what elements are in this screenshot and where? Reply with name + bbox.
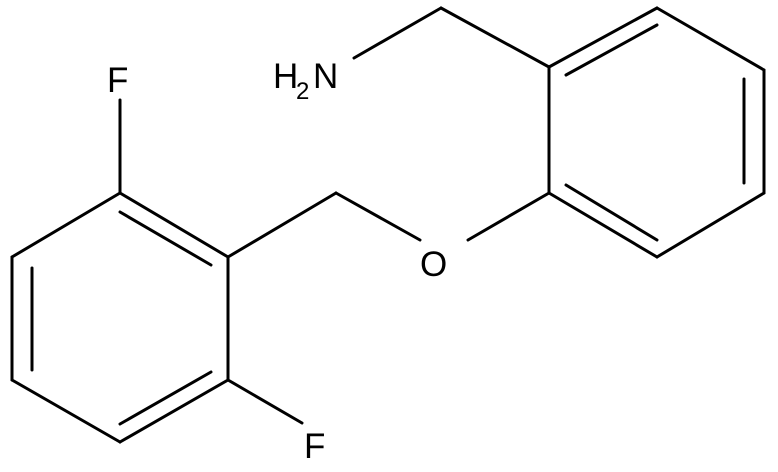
fluorine-bottom-label: F — [304, 427, 325, 466]
left-benzene-ring — [10, 191, 230, 444]
amine-n: N — [313, 57, 338, 96]
bond — [118, 378, 230, 444]
bond — [655, 6, 766, 72]
bond-c-f-bottom — [226, 378, 304, 425]
double-bond-inner — [564, 183, 659, 242]
bond-oxygen-to-ch2 — [334, 191, 422, 242]
double-bond-inner — [118, 210, 213, 267]
bond — [547, 191, 659, 259]
right-benzene-ring — [547, 6, 766, 259]
double-bond-inner — [564, 23, 659, 77]
bond — [10, 191, 122, 259]
bond-ring-to-oxygen — [466, 191, 551, 242]
amine-subscript: 2 — [296, 78, 309, 105]
bond-ch2-to-n — [352, 6, 443, 60]
fluorine-top-label: F — [107, 61, 128, 100]
bond — [118, 191, 230, 259]
amine-h: H — [273, 57, 298, 96]
bond — [655, 191, 766, 259]
bond-ch2-to-ring — [226, 191, 338, 259]
bond-ring-to-ch2 — [439, 6, 551, 69]
oxygen-label: O — [420, 245, 447, 284]
double-bond-inner — [118, 370, 213, 426]
bond — [547, 6, 659, 69]
bond — [10, 378, 122, 444]
amine-label: H 2 N — [273, 57, 338, 105]
